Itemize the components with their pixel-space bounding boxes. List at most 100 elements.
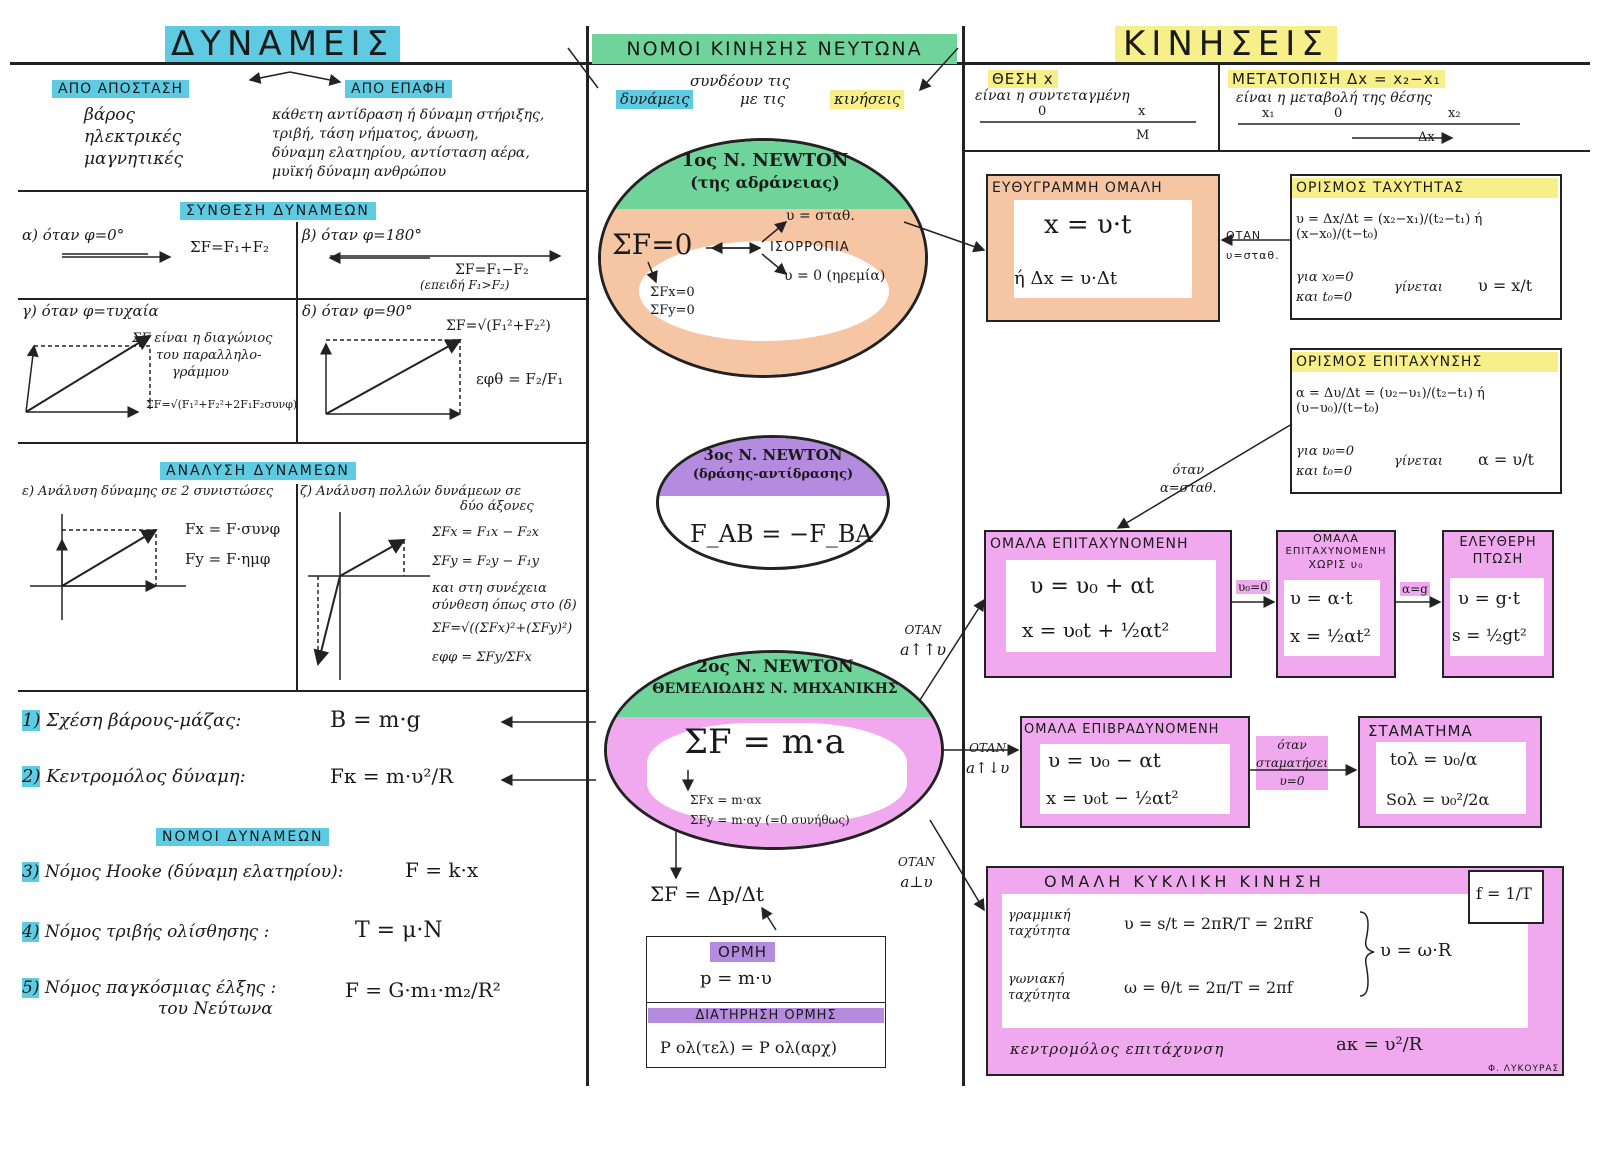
disp-axis-x1: x₁ (1262, 106, 1275, 121)
acc0-inner (1284, 580, 1380, 656)
first-law-rest: υ = 0 (ηρεμία) (784, 268, 886, 284)
distance-item: μαγνητικές (84, 149, 184, 169)
accel-eq: α = Δυ/Δt = (υ₂−υ₁)/(t₂−t₁) ή (υ−υ₀)/(t−… (1296, 386, 1485, 416)
distance-forces-list: βάρος ηλεκτρικές μαγνητικές (84, 104, 183, 170)
circular-inner (1002, 894, 1528, 1028)
analysis-title: ΑΝΑΛΥΣΗ ΔΥΝΑΜΕΩΝ (160, 462, 356, 480)
when-perp-line: ΟΤΑΝ (898, 855, 936, 869)
when-anti-line: a↑↓υ (966, 759, 1010, 777)
relation-1: 1) Σχέση βάρους-μάζας: (22, 710, 241, 733)
acc0-title-line: ΧΩΡΙΣ υ₀ (1308, 558, 1364, 571)
connect-line: συνδέουν τις (690, 72, 791, 90)
linear-label-line: γραμμική (1008, 908, 1071, 923)
synth-vdiv-1 (296, 222, 298, 442)
first-law-balance: ΙΣΟΡΡΟΠΙΑ (770, 240, 850, 255)
acc-inner (1006, 560, 1216, 652)
when-anti: ΟΤΑΝ a↑↓υ (966, 738, 1009, 778)
position-title: ΘΕΣΗ x (988, 70, 1058, 88)
speed-title: ΟΡΙΣΜΟΣ ΤΑΧΥΤΗΤΑΣ (1292, 178, 1558, 198)
accel-result: α = υ/t (1478, 450, 1534, 469)
stop-note-line: όταν (1277, 738, 1307, 752)
second-comp-line: ΣFy = m·αy (=0 συνήθως) (690, 813, 850, 827)
dec-eq1: υ = υ₀ − αt (1048, 748, 1161, 772)
stop-title: ΣΤΑΜΑΤΗΜΑ (1368, 722, 1473, 740)
second-law-inner (647, 723, 907, 823)
case-c-label: γ) όταν φ=τυχαία (22, 302, 159, 320)
second-law-eq: ΣF = m·a (684, 722, 846, 762)
when-a-const-line: α=σταθ. (1160, 481, 1217, 496)
circular-title: ΟΜΑΛΗ ΚΥΚΛΙΚΗ ΚΙΝΗΣΗ (1044, 872, 1325, 891)
momentum-formula: ΣF = Δp/Δt (650, 882, 764, 906)
distance-item: ηλεκτρικές (84, 127, 182, 147)
case-e-label: ε) Ανάλυση δύναμης σε 2 συνιστώσες (22, 484, 274, 499)
third-law-title: 3ος Ν. NEWTON (δράσης-αντίδρασης) (660, 446, 886, 484)
displacement-title: ΜΕΤΑΤΟΠΙΣΗ Δx = x₂−x₁ (1228, 70, 1445, 88)
pos-axis-x: x (1138, 104, 1146, 119)
c-note-line: του παραλληλο- (156, 348, 262, 363)
case-c-note: ΣF είναι η διαγώνιος του παραλληλο- γράμ… (132, 330, 272, 381)
circ-relation: υ = ω·R (1380, 940, 1452, 961)
case-b-label: β) όταν φ=180° (302, 226, 422, 244)
acc-title: ΟΜΑΛΑ ΕΠΙΤΑΧΥΝΟΜΕΝΗ (990, 536, 1189, 552)
z-label-line: ζ) Ανάλυση πολλών δυνάμεων σε (300, 484, 522, 499)
law-5-sub: του Νεύτωνα (158, 999, 273, 1020)
when-const-line: υ=σταθ. (1226, 249, 1280, 262)
pos-axis-0: 0 (1038, 104, 1047, 119)
freefall-eq1: υ = g·t (1458, 588, 1520, 609)
forces-rule-2 (18, 442, 586, 444)
stop-note-line: υ=0 (1279, 774, 1305, 788)
dec-inner (1040, 744, 1230, 814)
law-5-formula: F = G·m₁·m₂/R² (345, 978, 501, 1002)
first-law-const: υ = σταθ. (786, 208, 855, 224)
case-b-formula: ΣF=F₁−F₂ (455, 262, 529, 278)
third-law-band (659, 438, 887, 496)
case-a-formula: ΣF=F₁+F₂ (190, 238, 269, 256)
col-divider-right (962, 26, 965, 1086)
when-a-const: όταν α=σταθ. (1160, 462, 1216, 498)
connect-line: με τις (740, 90, 786, 108)
displacement-text: είναι η μεταβολή της θέσης (1236, 90, 1432, 106)
contact-forces-list: κάθετη αντίδραση ή δύναμη στήριξης, τριβ… (272, 106, 544, 182)
z-label-line: δύο άξονες (460, 499, 534, 514)
acc0-title-line: ΕΠΙΤΑΧΥΝΟΜΕΝΗ (1285, 546, 1387, 557)
forces-rule-3 (18, 690, 586, 692)
speed-note-line: και t₀=0 (1296, 290, 1353, 305)
contact-forces-title: ΑΠΟ ΕΠΑΦΗ (345, 80, 453, 98)
freefall-title: ΕΛΕΥΘΕΡΗ ΠΤΩΣΗ (1444, 534, 1552, 568)
law-4-formula: T = μ·N (355, 918, 443, 943)
when-const: ΟΤΑΝ υ=σταθ. (1226, 226, 1280, 266)
c-note-line: γράμμου (172, 365, 229, 380)
case-z-lines: ΣFx = F₁x − F₂x ΣFy = F₂y − F₁y και στη … (432, 518, 577, 672)
disp-axis-x2: x₂ (1448, 106, 1461, 121)
law-5: 5) Νόμος παγκόσμιας έλξης : του Νεύτωνα (22, 978, 276, 1021)
speed-box (1290, 174, 1562, 320)
laws-header: ΝΟΜΟΙ ΚΙΝΗΣΗΣ ΝΕΥΤΩΝΑ (592, 34, 957, 64)
uniform-eq1: x = υ·t (1044, 210, 1132, 240)
num-badge: 5) (22, 978, 40, 998)
z-line: εφφ = ΣFy/ΣFx (432, 650, 532, 665)
z-line: ΣFy = F₂y − F₁y (432, 554, 540, 569)
connect-line: κινήσεις (830, 90, 905, 109)
dec-eq2: x = υ₀t − ½αt² (1046, 788, 1179, 809)
accel-title: ΟΡΙΣΜΟΣ ΕΠΙΤΑΧΥΝΣΗΣ (1292, 352, 1558, 372)
distance-forces-title: ΑΠΟ ΑΠΟΣΤΑΣΗ (52, 80, 190, 98)
contact-item: τριβή, τάση νήματος, άνωση, (272, 126, 479, 142)
when-parallel-line: a↑↑υ (900, 640, 947, 659)
z-line: ΣF=√((ΣFx)²+(ΣFy)²) (432, 621, 573, 636)
stop-eq2: Sολ = υ₀²/2α (1386, 790, 1490, 809)
relation-1-text: Σχέση βάρους-μάζας: (46, 710, 242, 731)
accel-becomes: γίνεται (1394, 454, 1443, 469)
linear-label: γραμμική ταχύτητα (1008, 908, 1071, 940)
dec-title: ΟΜΑΛΑ ΕΠΙΒΡΑΔΥΝΟΜΕΝΗ (1024, 722, 1220, 737)
stop-note: όταν σταματήσει υ=0 (1256, 736, 1328, 790)
uniform-inner (1014, 200, 1192, 298)
uniform-title: ΕΥΘΥΓΡΑΜΜΗ ΟΜΑΛΗ (992, 180, 1163, 196)
a-eq-g: α=g (1400, 582, 1430, 596)
conservation-eq: P ολ(τελ) = P ολ(αρχ) (660, 1038, 837, 1057)
first-law-inner (639, 241, 889, 341)
accel-box (1290, 348, 1562, 494)
z-line: σύνθεση όπως στο (δ) (432, 598, 577, 613)
acc0-title-line: ΟΜΑΛΑ (1313, 532, 1359, 545)
speed-result: υ = x/t (1478, 276, 1533, 295)
